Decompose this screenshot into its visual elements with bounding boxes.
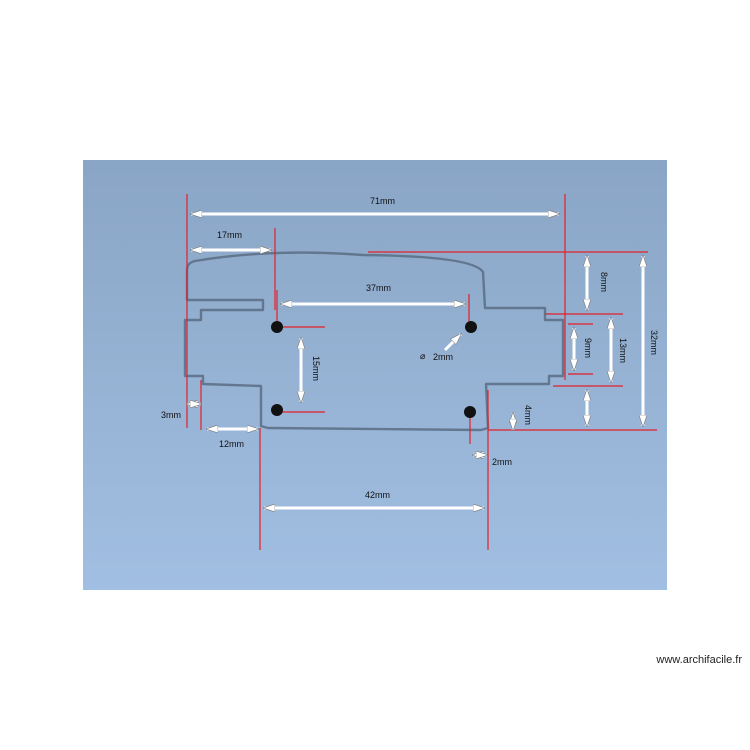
drawing-canvas: 71mm 17mm 37mm ⌀ 2mm 15mm 3mm 12mm 42mm … bbox=[83, 160, 667, 590]
watermark: www.archifacile.fr bbox=[656, 654, 742, 666]
label-hole-spacing-y: 15mm bbox=[311, 356, 321, 381]
part-outline bbox=[183, 251, 565, 432]
label-bottom-step: 4mm bbox=[523, 405, 533, 425]
label-base-width: 42mm bbox=[365, 490, 390, 500]
hole-diameter-symbol: ⌀ bbox=[420, 351, 426, 361]
label-hole-spacing-x: 37mm bbox=[366, 283, 391, 293]
label-tab-outer: 13mm bbox=[618, 338, 628, 363]
label-tab-inner: 9mm bbox=[583, 338, 593, 358]
dimension-arrows bbox=[187, 214, 643, 508]
hole-bottom-right bbox=[464, 406, 476, 418]
hole-top-left bbox=[271, 321, 283, 333]
label-hole-diameter: 2mm bbox=[433, 352, 453, 362]
mounting-holes bbox=[271, 321, 477, 418]
arrow-hole-diameter bbox=[443, 334, 461, 352]
hole-bottom-left bbox=[271, 404, 283, 416]
photo-background bbox=[83, 160, 667, 590]
technical-drawing: 71mm 17mm 37mm ⌀ 2mm 15mm 3mm 12mm 42mm … bbox=[83, 160, 667, 590]
label-left-width: 17mm bbox=[217, 230, 242, 240]
hole-top-right bbox=[465, 321, 477, 333]
label-overall-height: 32mm bbox=[649, 330, 659, 355]
label-left-step: 3mm bbox=[161, 410, 181, 420]
guide-lines bbox=[186, 194, 657, 550]
label-top-offset: 8mm bbox=[599, 272, 609, 292]
label-overall-width: 71mm bbox=[370, 196, 395, 206]
label-left-lower: 12mm bbox=[219, 439, 244, 449]
label-right-offset: 2mm bbox=[492, 457, 512, 467]
